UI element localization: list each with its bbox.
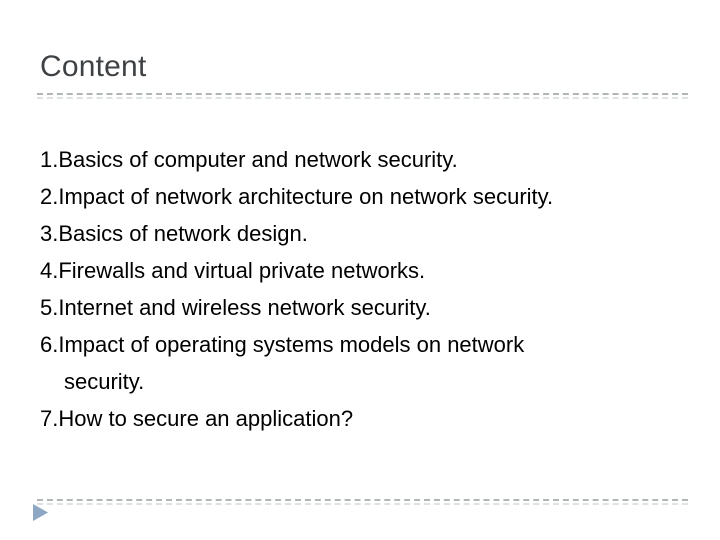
triangle-right-icon [33, 504, 48, 521]
title-divider [37, 93, 688, 99]
list-item: 7.How to secure an application? [40, 406, 354, 431]
list-item: 3.Basics of network design. [40, 221, 308, 246]
list-item: 6.Impact of operating systems models on … [40, 332, 525, 394]
footer-divider [37, 499, 688, 505]
list-item: 5.Internet and wireless network security… [40, 295, 431, 320]
slide-title: Content [40, 50, 147, 83]
list-item: 4.Firewalls and virtual private networks… [40, 258, 426, 283]
list-item: 1.Basics of computer and network securit… [40, 147, 458, 172]
content-list: 1.Basics of computer and network securit… [40, 141, 656, 437]
list-item: 2.Impact of network architecture on netw… [40, 184, 554, 209]
